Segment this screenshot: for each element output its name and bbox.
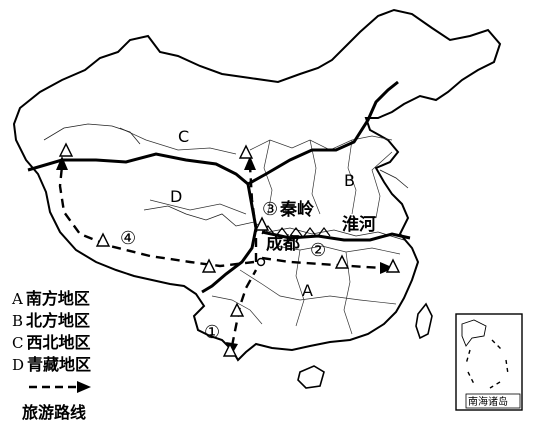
region-label-c: C: [178, 127, 189, 146]
route-segment-south: [230, 269, 258, 347]
inset-caption-box: [465, 393, 521, 409]
chengdu-label: 成都: [266, 233, 300, 254]
route-key-symbol: [29, 381, 91, 393]
legend-letter: C: [12, 334, 24, 352]
spot-triangle: [238, 144, 254, 159]
legend-name: 西北地区: [26, 333, 91, 352]
south-sea-inset: 南海诸岛: [455, 313, 523, 411]
route-legend-label: 旅游路线: [22, 403, 87, 422]
hainan-island: [297, 365, 325, 389]
route-stop-4: ④: [120, 228, 136, 249]
spot-triangle: [229, 302, 245, 317]
china-outline: [12, 8, 502, 362]
taiwan-island: [415, 302, 433, 340]
legend-letter: A: [12, 290, 23, 308]
route-stop-3: ③: [262, 199, 278, 220]
scenic-spots: [58, 142, 401, 357]
region-label-d: D: [170, 187, 182, 206]
huaihe-label: 淮河: [342, 215, 376, 235]
rivers: [43, 123, 409, 241]
qinling-mountains: [261, 225, 331, 237]
arrowhead-west: [56, 156, 68, 170]
boundary-tibet-east: [201, 183, 258, 294]
legend-letter: D: [12, 356, 25, 374]
spot-triangle: [58, 142, 74, 157]
spot-triangle: [201, 258, 217, 273]
route-segment-east: [261, 256, 383, 270]
region-label-a: A: [302, 281, 313, 300]
route-segment-north: [248, 165, 258, 262]
region-label-b: B: [344, 171, 355, 190]
spot-triangle: [254, 216, 270, 231]
legend-letter: B: [12, 312, 24, 330]
route-stop-1: ①: [204, 322, 220, 343]
boundary-qinling-huai: [261, 230, 411, 242]
legend-name: 北方地区: [26, 311, 91, 330]
legend-name: 青藏地区: [27, 355, 92, 374]
route-stop-2: ②: [310, 240, 326, 261]
arrowhead-east: [380, 262, 394, 274]
chengdu-marker: [256, 257, 266, 267]
south-sea-islands-label: 南海诸岛: [468, 395, 508, 408]
inset-coast: [461, 319, 487, 347]
spot-triangle: [385, 258, 401, 273]
legend-name: 南方地区: [25, 289, 90, 308]
boundary-north-west: [247, 80, 399, 186]
spot-triangle: [222, 342, 238, 357]
spot-triangle: [95, 232, 111, 247]
arrowhead-north: [244, 156, 256, 170]
tour-route: [58, 165, 383, 347]
spot-triangle: [334, 254, 350, 269]
qinling-label: 秦岭: [280, 199, 314, 220]
boundary-c-d: [27, 152, 249, 186]
